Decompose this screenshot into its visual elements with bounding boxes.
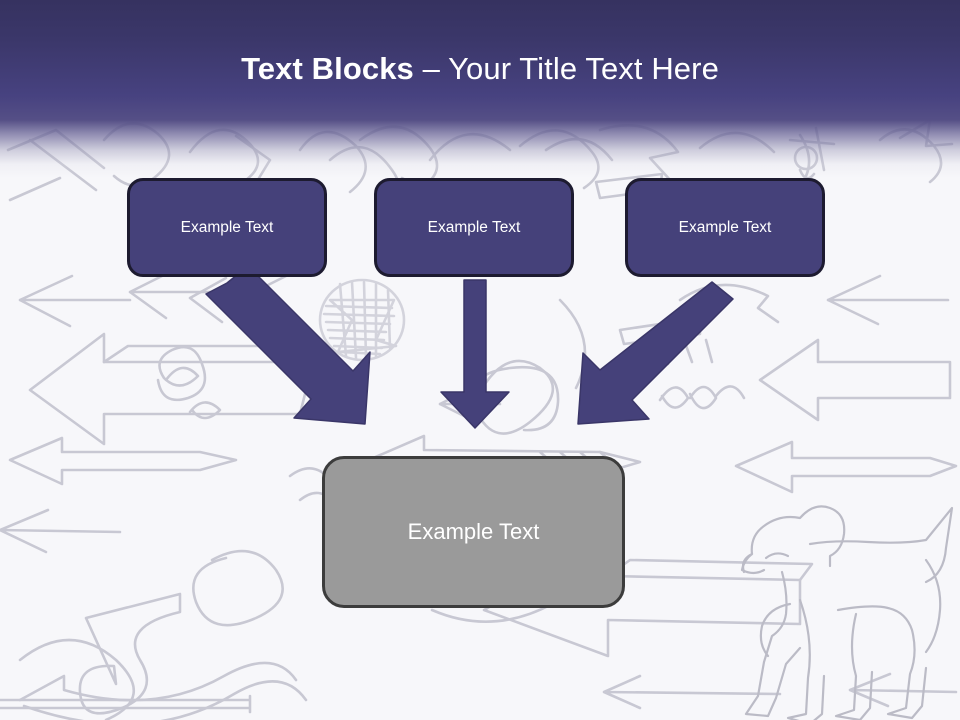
- text-block-1[interactable]: Example Text: [127, 178, 327, 277]
- text-block-result-label: Example Text: [407, 519, 540, 544]
- arrow-middle-vertical: [440, 279, 510, 429]
- text-block-2[interactable]: Example Text: [374, 178, 574, 277]
- arrow-right-diagonal: [577, 281, 734, 425]
- arrow-left-diagonal: [205, 265, 371, 425]
- text-block-1-label: Example Text: [180, 218, 274, 236]
- text-block-2-label: Example Text: [427, 218, 521, 236]
- text-block-result[interactable]: Example Text: [322, 456, 625, 608]
- text-block-3-label: Example Text: [678, 218, 772, 236]
- text-block-3[interactable]: Example Text: [625, 178, 825, 277]
